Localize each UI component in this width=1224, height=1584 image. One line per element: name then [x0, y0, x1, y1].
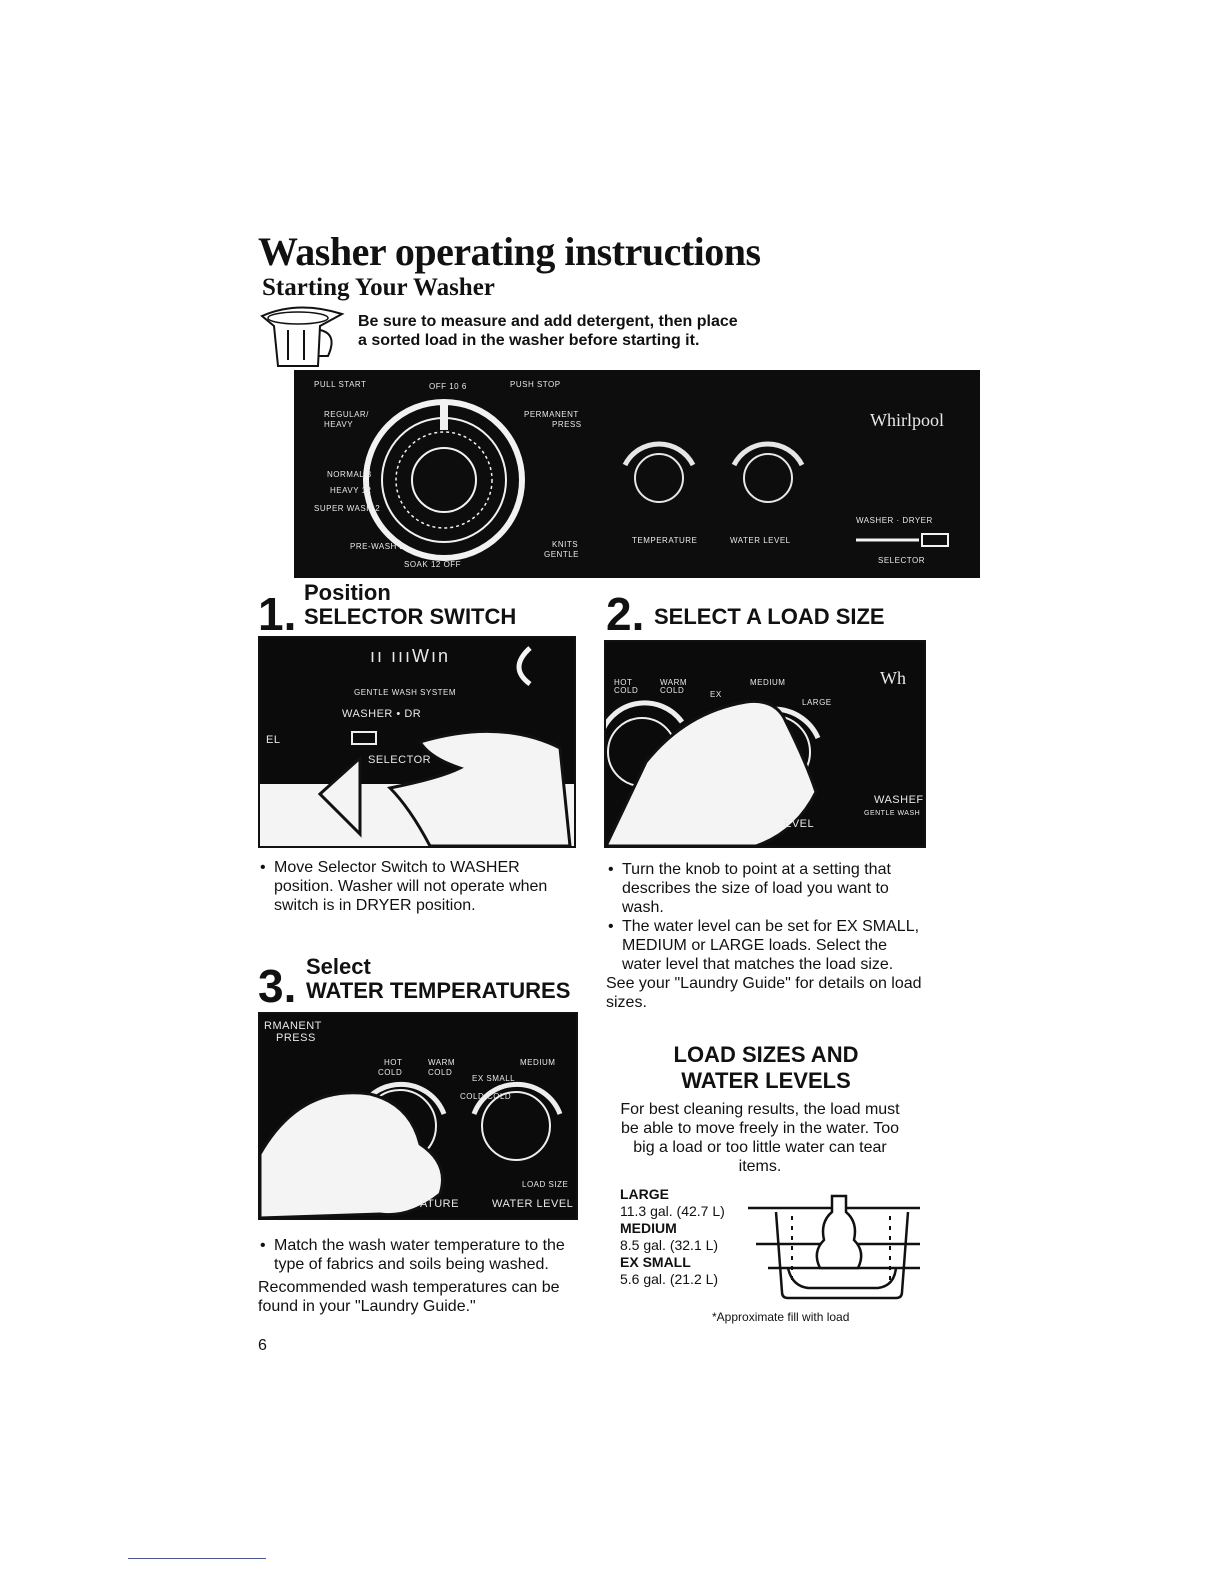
brand-logo: Whirlpool	[870, 410, 944, 430]
photo-brand-label: Wh	[880, 668, 906, 688]
photo-washer-label: WASHER • DR	[342, 708, 422, 720]
footer-divider	[128, 1558, 266, 1559]
step-3-body: Match the wash water temperature to the …	[258, 1236, 578, 1316]
step-3-heading-1: Select	[306, 954, 371, 979]
washer-tub-diagram	[748, 1194, 920, 1300]
fill-level-label: LARGE	[620, 1186, 669, 1202]
fill-footnote: *Approximate fill with load	[712, 1310, 850, 1324]
load-size-photo: HOT COLD WARM COLD MEDIUM EX LARGE EVEL …	[604, 640, 926, 848]
panel-dials	[363, 399, 949, 561]
fill-level-amount: 5.6 gal. (21.2 L)	[620, 1271, 719, 1287]
photo-cold2-label: COLD	[660, 686, 685, 695]
photo-press-label: PRESS	[276, 1032, 316, 1044]
regular-heavy-label: REGULAR/	[324, 410, 369, 419]
photo-ex-label: EX	[710, 690, 722, 699]
fill-level-label: MEDIUM	[620, 1220, 677, 1236]
super-wash-label: SUPER WASH 2	[314, 504, 381, 513]
page-title: Washer operating instructions	[258, 229, 761, 274]
twin-logo: ıı ıııWın	[370, 646, 451, 666]
photo-level-label: EVEL	[784, 818, 815, 830]
step-1-bullet: Move Selector Switch to WASHER position.…	[260, 858, 568, 915]
photo-water-level-label: WATER LEVEL	[492, 1198, 574, 1210]
photo-medium-label: MEDIUM	[750, 678, 786, 687]
temperature-label: TEMPERATURE	[632, 536, 698, 545]
step-1-number: 1.	[258, 588, 297, 640]
washer-dryer-label: WASHER · DRYER	[856, 516, 933, 525]
photo-el-label: EL	[266, 734, 281, 746]
fill-level-amount: 11.3 gal. (42.7 L)	[620, 1203, 725, 1219]
water-temperature-photo: RMANENT PRESS HOT COLD WARM COLD MEDIUM …	[258, 1012, 578, 1220]
regular-heavy-label-2: HEAVY	[324, 420, 354, 429]
page-number: 6	[258, 1337, 267, 1354]
step-3-bullet: Match the wash water temperature to the …	[260, 1236, 578, 1274]
photo-ature-label: ATURE	[420, 1198, 459, 1210]
fill-level-label: EX SMALL	[620, 1254, 691, 1270]
photo-cold-cold-label: COLD COLD	[460, 1092, 512, 1101]
photo-warm-label: WARM	[428, 1058, 456, 1067]
photo-gentle-label: GENTLE WASH SYSTEM	[354, 688, 457, 697]
hand-on-selector	[260, 646, 574, 846]
photo-load-size-label: LOAD SIZE	[522, 1180, 569, 1189]
pull-start-label: PULL START	[314, 380, 367, 389]
push-stop-label: PUSH STOP	[510, 380, 561, 389]
photo-cold-label: COLD	[614, 686, 639, 695]
step-1-heading-1: Position	[304, 580, 391, 605]
selector-label: SELECTOR	[878, 556, 925, 565]
knits-label-2: GENTLE	[544, 550, 580, 559]
photo-washer-label: WASHEF	[874, 794, 924, 806]
step-2-body: Turn the knob to point at a setting that…	[606, 860, 928, 1012]
step-2-bullet-2: The water level can be set for EX SMALL,…	[608, 917, 928, 974]
step-3-note: Recommended wash temperatures can be fou…	[258, 1279, 560, 1315]
load-sizes-heading-2: WATER LEVELS	[681, 1068, 851, 1093]
soak-label: SOAK 12 OFF	[404, 560, 462, 569]
normal-label: NORMAL 8	[327, 470, 372, 479]
photo-hot-label: HOT	[614, 678, 633, 687]
load-sizes-body: For best cleaning results, the load must…	[620, 1101, 900, 1175]
photo-permanent-label: RMANENT	[264, 1020, 322, 1032]
photo-cold2-label: COLD	[428, 1068, 453, 1077]
intro-text: Be sure to measure and add detergent, th…	[358, 313, 738, 349]
step-2-number: 2.	[606, 588, 645, 640]
measuring-cup-icon	[260, 306, 345, 367]
photo-medium-label: MEDIUM	[520, 1058, 556, 1067]
photo-ex-small-label: EX SMALL	[472, 1074, 516, 1083]
selector-switch-photo: ıı ıııWın GENTLE WASH SYSTEM WASHER • DR…	[258, 636, 576, 848]
step-1-body: Move Selector Switch to WASHER position.…	[258, 858, 568, 915]
fill-levels-list: LARGE 11.3 gal. (42.7 L) MEDIUM 8.5 gal.…	[620, 1186, 750, 1288]
step-3-number: 3.	[258, 960, 297, 1012]
photo-selector-label: SELECTOR	[368, 754, 432, 766]
pre-wash-label: PRE-WASH 2	[350, 542, 405, 551]
photo-hot-label: HOT	[384, 1058, 403, 1067]
load-sizes-heading-1: LOAD SIZES AND	[673, 1042, 859, 1067]
step-2-note: See your "Laundry Guide" for details on …	[606, 975, 922, 1011]
step-2-heading: SELECT A LOAD SIZE	[654, 604, 885, 629]
heavy-label: HEAVY 12	[330, 486, 372, 495]
knits-label: KNITS	[552, 540, 579, 549]
photo-cold-label: COLD	[378, 1068, 403, 1077]
step-3-heading-2: WATER TEMPERATURES	[306, 978, 571, 1003]
permanent-press-label: PERMANENT	[524, 410, 579, 419]
control-panel-illustration: PULL START OFF 10 6 PUSH STOP REGULAR/ H…	[294, 370, 980, 578]
hand-on-temperature-knob	[260, 1081, 563, 1218]
hand-on-water-level-knob	[606, 699, 821, 846]
water-level-label: WATER LEVEL	[730, 536, 791, 545]
fill-level-amount: 8.5 gal. (32.1 L)	[620, 1237, 719, 1253]
permanent-press-label-2: PRESS	[552, 420, 582, 429]
photo-gentle-label: GENTLE WASH	[864, 810, 921, 817]
photo-warm-label: WARM	[660, 678, 688, 687]
photo-large-label: LARGE	[802, 698, 832, 707]
timer-top-label: OFF 10 6	[429, 382, 467, 391]
step-2-bullet-1: Turn the knob to point at a setting that…	[608, 860, 928, 917]
page-subtitle: Starting Your Washer	[262, 274, 495, 301]
step-1-heading-2: SELECTOR SWITCH	[304, 604, 517, 629]
